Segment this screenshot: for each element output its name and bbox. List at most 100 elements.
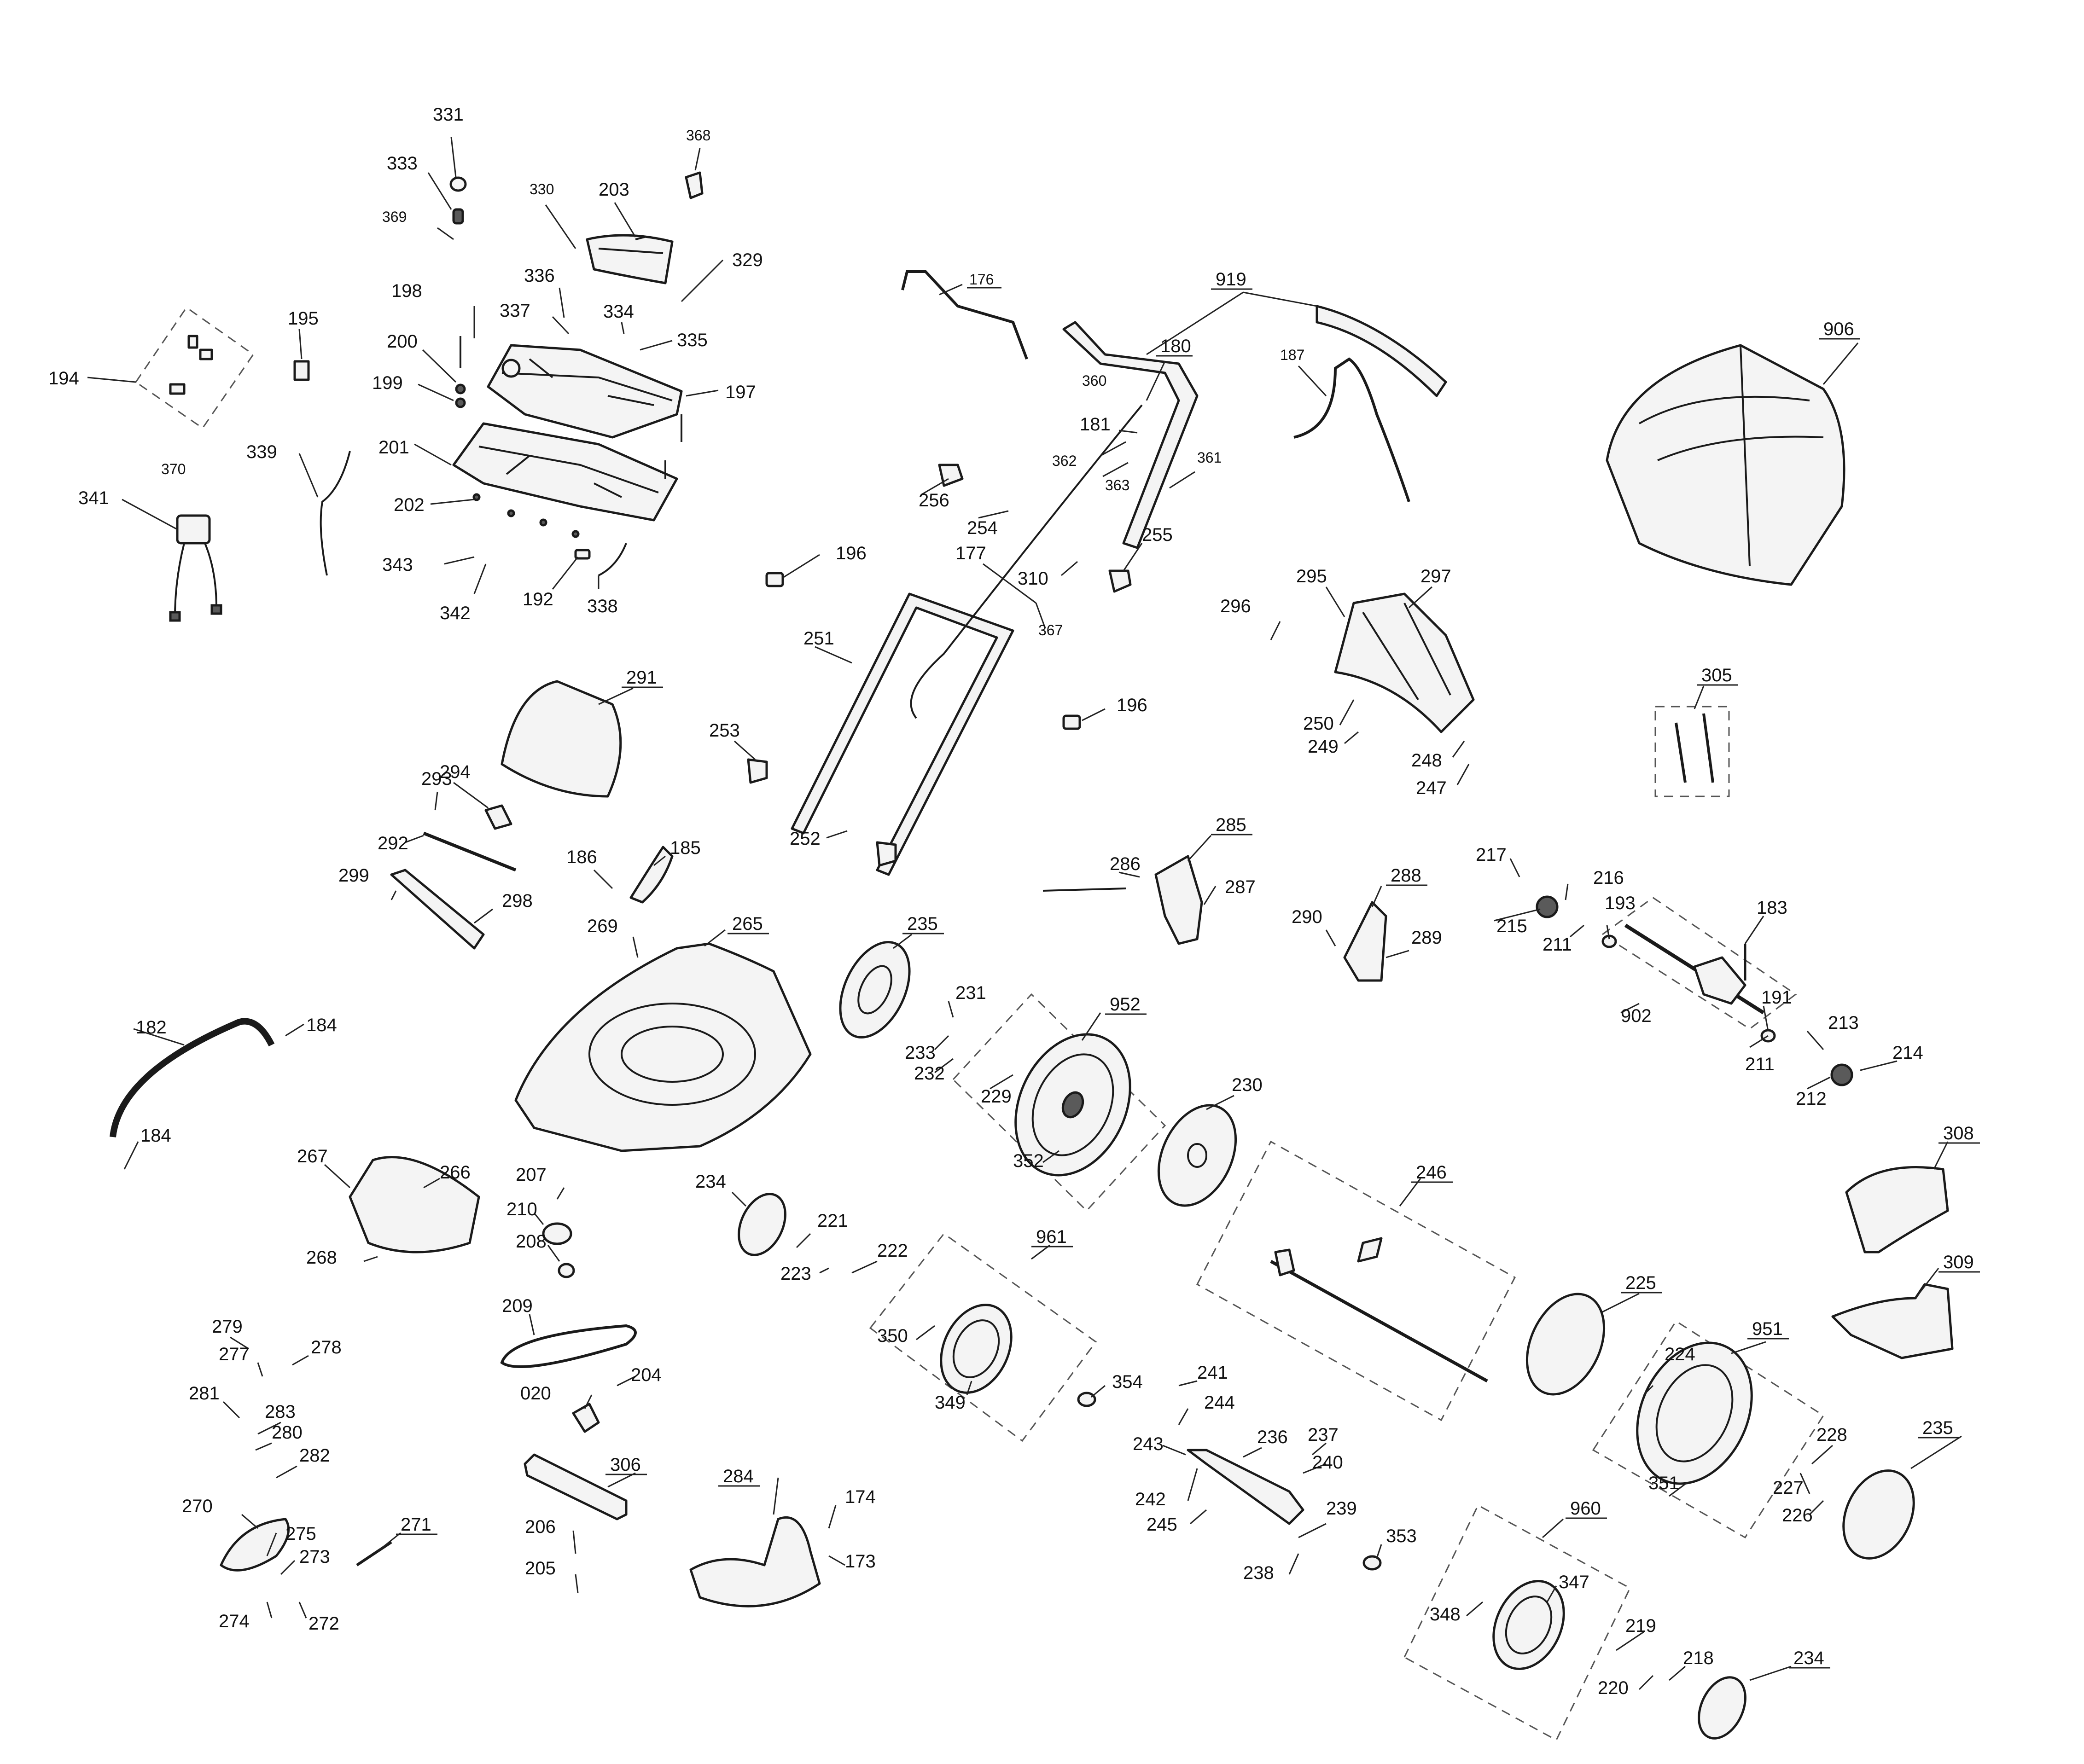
blade-306-part: [524, 1453, 628, 1520]
part-label-363: 363: [1105, 477, 1129, 493]
part-label-186: 186: [566, 847, 597, 867]
cable-part: [320, 451, 351, 576]
part-label-209: 209: [502, 1296, 533, 1316]
part-label-298: 298: [502, 891, 533, 911]
hub-cap-234a-part: [738, 1193, 786, 1256]
part-label-270: 270: [182, 1496, 213, 1516]
part-label-203: 203: [599, 180, 629, 200]
hub-cap-234b-part: [1698, 1676, 1746, 1740]
part-label-349: 349: [935, 1393, 966, 1413]
gearbox-902-part: [1624, 923, 1765, 1015]
part-label-219: 219: [1625, 1616, 1656, 1636]
part-label-329: 329: [732, 250, 763, 270]
washer-354-part: [1077, 1392, 1096, 1407]
clip-196b-part: [1062, 714, 1081, 730]
part-label-297: 297: [1420, 566, 1451, 586]
part-label-206: 206: [525, 1517, 556, 1537]
part-label-287: 287: [1225, 877, 1256, 897]
part-label-310: 310: [1018, 569, 1048, 589]
part-label-226: 226: [1782, 1505, 1813, 1526]
part-label-191: 191: [1761, 987, 1792, 1008]
part-label-201: 201: [378, 437, 409, 458]
part-label-216: 216: [1593, 868, 1624, 888]
part-label-309: 309: [1943, 1252, 1974, 1272]
axle-246-part: [1270, 1237, 1488, 1383]
part-label-278: 278: [311, 1337, 342, 1358]
rod-271-part: [356, 1541, 392, 1567]
part-label-951: 951: [1752, 1319, 1783, 1339]
part-labels: 331 333 369 330 203 368 329 198 336 337 …: [48, 104, 1974, 1698]
part-label-267: 267: [297, 1146, 328, 1166]
handle-187-part: [1293, 357, 1410, 502]
part-label-205: 205: [525, 1558, 556, 1578]
part-label-248: 248: [1411, 750, 1442, 771]
part-label-294: 294: [440, 762, 471, 782]
part-label-230: 230: [1232, 1075, 1263, 1095]
wire-338-part: [598, 543, 627, 576]
part-label-336: 336: [524, 266, 555, 286]
part-label-194: 194: [48, 368, 79, 389]
switch-assembly-part: [169, 514, 222, 622]
part-label-266: 266: [440, 1162, 471, 1183]
part-label-232: 232: [914, 1063, 945, 1084]
part-label-299: 299: [338, 865, 369, 886]
part-label-241: 241: [1197, 1363, 1228, 1383]
part-label-334: 334: [603, 302, 634, 322]
part-label-235a: 235: [907, 914, 938, 934]
part-label-176: 176: [969, 271, 994, 288]
pulley-210-part: [542, 1222, 572, 1245]
clips-194-part: [169, 335, 213, 395]
part-label-275: 275: [285, 1524, 316, 1544]
wheel-351-part: [1636, 1341, 1753, 1485]
part-label-183: 183: [1757, 898, 1787, 918]
lever-236-part: [1187, 1449, 1304, 1525]
part-label-207: 207: [516, 1165, 547, 1185]
part-label-283: 283: [265, 1402, 296, 1422]
bushing-208-part: [558, 1263, 575, 1278]
part-label-195: 195: [288, 308, 319, 329]
part-label-182: 182: [136, 1017, 167, 1038]
part-label-284: 284: [723, 1466, 754, 1486]
part-label-285: 285: [1216, 815, 1246, 835]
gear-212-part: [1830, 1063, 1853, 1086]
part-label-335: 335: [677, 330, 708, 350]
part-label-906: 906: [1823, 319, 1854, 339]
part-label-173: 173: [845, 1551, 876, 1572]
part-label-268: 268: [306, 1248, 337, 1268]
part-label-288: 288: [1391, 865, 1421, 886]
grip-bar-part: [1316, 305, 1447, 397]
part-label-243: 243: [1133, 1434, 1164, 1454]
part-label-197: 197: [725, 382, 756, 402]
part-label-020: 020: [520, 1383, 551, 1404]
part-label-214: 214: [1892, 1043, 1923, 1063]
group-902: [1601, 897, 1797, 1030]
mulch-284-part: [689, 1516, 821, 1607]
knob-cap-part: [449, 176, 467, 192]
part-label-233: 233: [905, 1043, 936, 1063]
part-label-291: 291: [626, 667, 657, 688]
part-label-187: 187: [1280, 347, 1304, 363]
part-label-306: 306: [610, 1455, 641, 1475]
part-label-339: 339: [246, 442, 277, 462]
part-label-212: 212: [1796, 1089, 1827, 1109]
part-label-305: 305: [1701, 665, 1732, 685]
part-label-342: 342: [440, 603, 471, 623]
grass-box-906-part: [1606, 344, 1845, 586]
part-label-199: 199: [372, 373, 403, 393]
group-960: [1403, 1504, 1631, 1741]
part-label-337: 337: [500, 301, 530, 321]
part-label-347: 347: [1559, 1572, 1589, 1592]
part-label-370: 370: [161, 461, 186, 477]
part-label-234a: 234: [695, 1172, 726, 1192]
part-label-354: 354: [1112, 1372, 1143, 1392]
part-label-351: 351: [1648, 1473, 1679, 1493]
group-194: [134, 306, 255, 429]
part-label-272: 272: [309, 1613, 339, 1634]
bracket-285-part: [1154, 855, 1203, 945]
part-label-218: 218: [1683, 1648, 1714, 1668]
part-label-180: 180: [1160, 336, 1191, 356]
part-label-902: 902: [1621, 1006, 1652, 1026]
washer-353-part: [1362, 1555, 1382, 1571]
part-label-208: 208: [516, 1231, 547, 1252]
